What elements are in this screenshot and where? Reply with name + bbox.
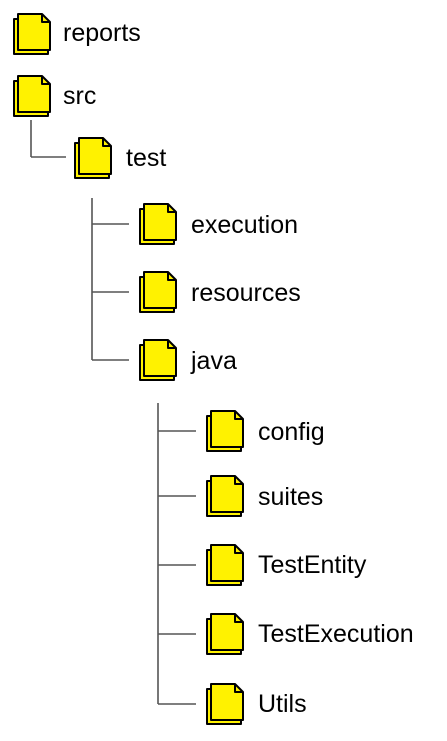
node-label-testentity: TestEntity [258, 551, 367, 579]
folder-icon [205, 541, 245, 589]
folder-icon [138, 200, 178, 248]
folder-icon [73, 134, 113, 182]
folder-icon [205, 407, 245, 455]
node-label-src: src [63, 82, 97, 110]
folder-icon [12, 10, 52, 58]
folder-icon [205, 472, 245, 520]
folder-icon [138, 268, 178, 316]
folder-icon [12, 72, 52, 120]
node-label-config: config [258, 418, 325, 446]
node-label-test: test [126, 144, 167, 172]
node-label-execution: execution [191, 211, 299, 239]
node-label-java: java [191, 347, 237, 375]
node-label-reports: reports [63, 19, 141, 47]
folder-icon [205, 680, 245, 728]
node-label-suites: suites [258, 483, 324, 511]
node-label-testexecution: TestExecution [258, 620, 414, 648]
folder-icon [205, 610, 245, 658]
folder-icon [138, 336, 178, 384]
node-label-utils: Utils [258, 690, 307, 718]
node-label-resources: resources [191, 279, 301, 307]
